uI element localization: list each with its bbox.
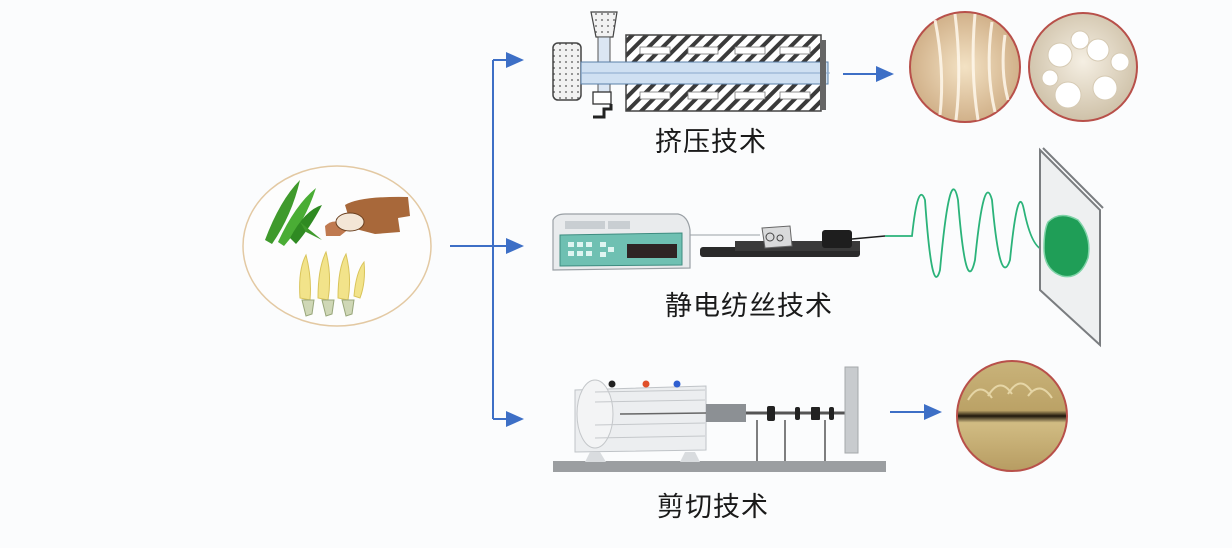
feed-hopper: [590, 11, 618, 38]
shear-drum: [574, 379, 707, 462]
fiber-jet-wave: [885, 188, 1046, 278]
nanofiber-mat-on-collector: [1043, 214, 1090, 278]
layered-fibrous-sample: [956, 360, 1068, 472]
fibrous-texture-sample: [909, 11, 1021, 123]
pump-display: [627, 244, 677, 258]
tuber-root-icon: [325, 196, 410, 236]
green-beans-icon: [265, 180, 322, 246]
puffed-chunks-sample: [1028, 12, 1138, 122]
branch-label-electrospinning: 静电纺丝技术: [665, 291, 833, 322]
syringe-pump: [552, 213, 691, 271]
base-rail: [553, 461, 886, 472]
spinneret-syringe: [700, 225, 886, 257]
branch-label-extrusion: 挤压技术: [655, 127, 767, 158]
end-plate: [844, 366, 859, 454]
drive-shaft: [706, 404, 746, 422]
branch-label-shear: 剪切技术: [657, 492, 769, 523]
die-block: [592, 91, 612, 105]
wheat-icon: [299, 250, 365, 317]
outlet-bracket: [593, 104, 613, 119]
